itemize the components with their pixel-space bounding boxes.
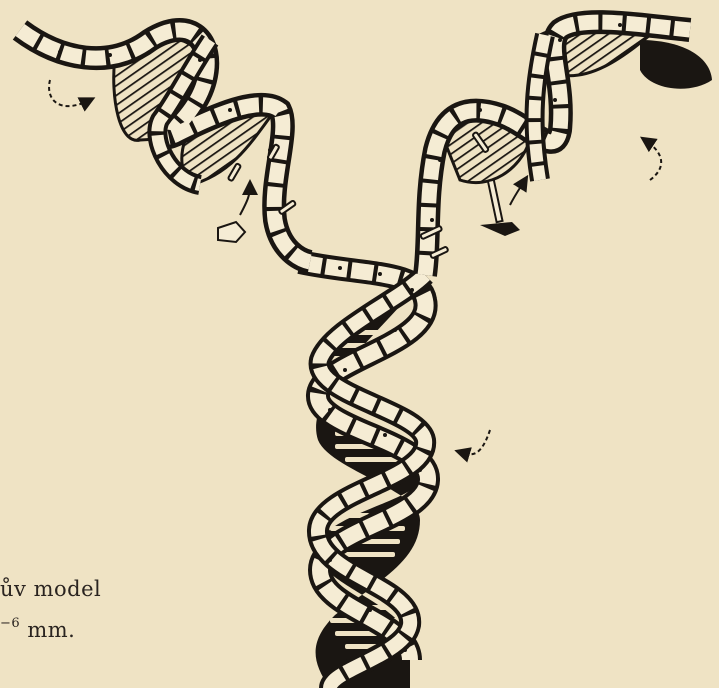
parent-helix	[300, 262, 428, 688]
left-daughter-helix	[20, 30, 310, 262]
caption-line-2: −6 mm.	[0, 618, 75, 642]
caption-exponent: −6	[0, 616, 20, 631]
right-daughter-helix	[420, 22, 712, 275]
caption-line-1: ův model	[0, 577, 101, 601]
